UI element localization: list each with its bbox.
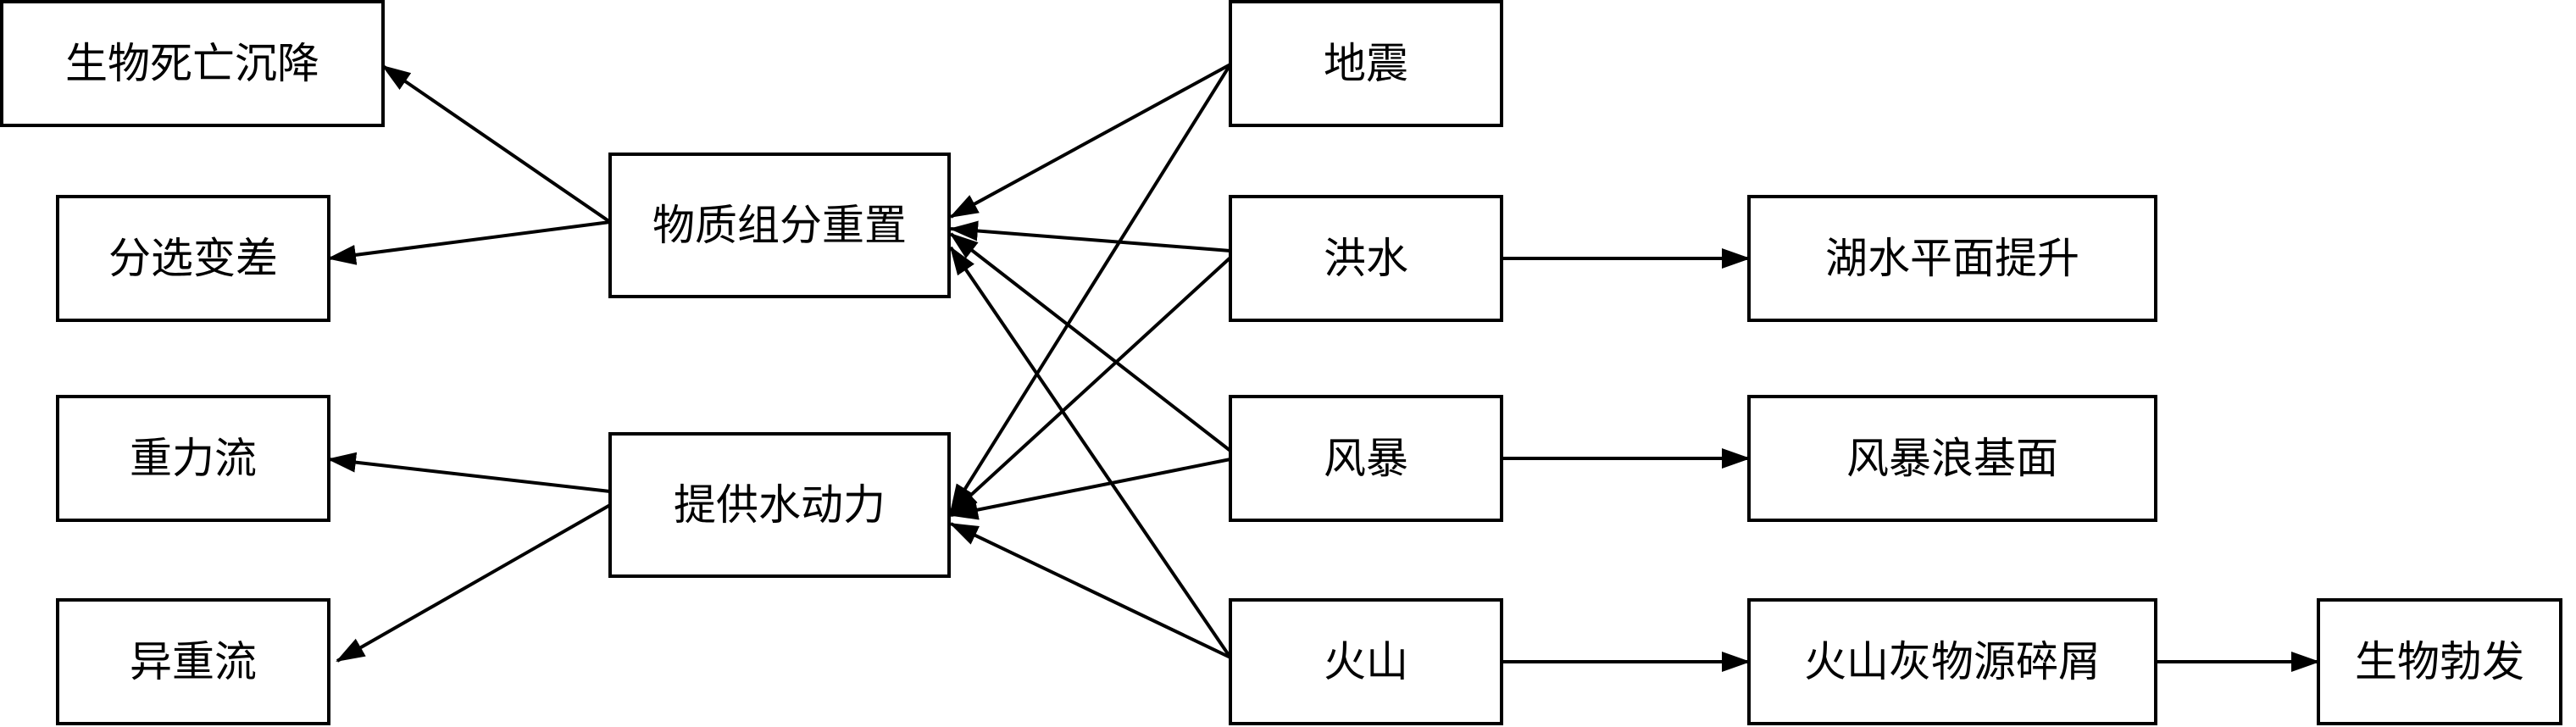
node-label: 湖水平面提升 — [1825, 234, 2079, 283]
arrow-earthquake-to-hydro-power — [949, 63, 1232, 513]
node-volcanic-debris: 火山灰物源碎屑 — [1747, 598, 2157, 725]
arrow-reorganize-to-bio-settle — [381, 64, 612, 224]
node-label: 火山 — [1324, 637, 1408, 686]
node-gravity-flow: 重力流 — [56, 395, 330, 522]
arrow-storm-to-reorganize — [949, 232, 1232, 452]
node-density-flow: 异重流 — [56, 598, 330, 725]
node-label: 异重流 — [130, 637, 257, 686]
node-label: 火山灰物源碎屑 — [1804, 637, 2101, 686]
node-volcano: 火山 — [1229, 598, 1503, 725]
node-label: 物质组分重置 — [652, 201, 907, 250]
arrow-volcano-to-hydro-power — [949, 522, 1231, 659]
node-label: 风暴浪基面 — [1846, 434, 2058, 483]
node-flood: 洪水 — [1229, 195, 1503, 322]
arrow-earthquake-to-reorganize — [949, 63, 1231, 219]
node-label: 风暴 — [1324, 434, 1408, 483]
node-earthquake: 地震 — [1229, 0, 1503, 127]
arrow-hydro-power-to-density-flow — [336, 503, 611, 663]
node-label: 地震 — [1324, 39, 1408, 88]
node-bio-settle: 生物死亡沉降 — [0, 0, 385, 127]
node-label: 分选变差 — [108, 234, 278, 283]
node-hydro-power: 提供水动力 — [608, 432, 951, 578]
node-label: 生物勃发 — [2355, 637, 2524, 686]
node-reorganize: 物质组分重置 — [608, 153, 951, 298]
arrow-hydro-power-to-gravity-flow — [327, 452, 611, 493]
arrow-flood-to-hydro-power — [949, 256, 1232, 515]
arrow-flood-to-reorganize — [949, 220, 1231, 253]
node-label: 提供水动力 — [674, 480, 886, 530]
node-sorting: 分选变差 — [56, 195, 330, 322]
arrow-volcano-to-reorganize — [949, 246, 1232, 659]
node-storm: 风暴 — [1229, 395, 1503, 522]
node-label: 重力流 — [130, 434, 257, 483]
node-label: 洪水 — [1324, 234, 1408, 283]
arrow-reorganize-to-sorting — [327, 220, 611, 265]
node-lake-rise: 湖水平面提升 — [1747, 195, 2157, 322]
edges-layer — [327, 63, 2320, 672]
node-bio-bloom: 生物勃发 — [2317, 598, 2562, 725]
node-storm-wave: 风暴浪基面 — [1747, 395, 2157, 522]
arrow-storm-to-hydro-power — [949, 458, 1231, 520]
node-label: 生物死亡沉降 — [65, 39, 319, 88]
